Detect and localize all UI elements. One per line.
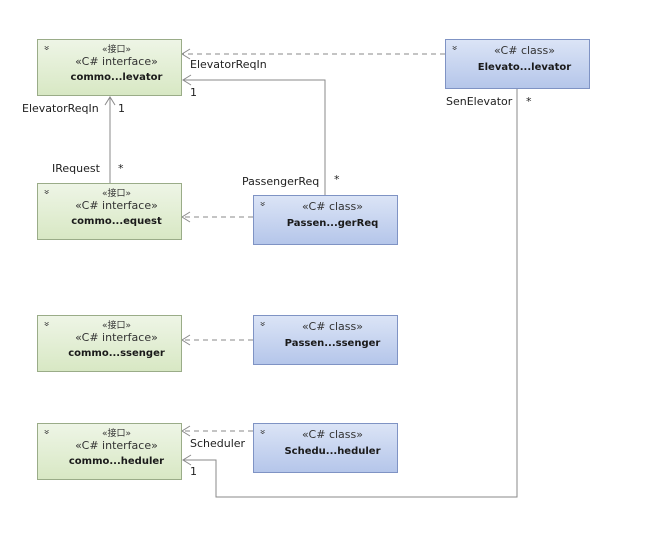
stereotype-label: «C# class» — [302, 428, 363, 441]
role-label: ElevatorReqIn — [22, 102, 99, 115]
stereotype-label: «接口» — [101, 189, 131, 199]
hollow-arrow-head — [181, 334, 191, 346]
type-name: commo...levator — [70, 72, 163, 83]
hollow-arrow-head — [181, 211, 191, 223]
open-arrow-head — [182, 74, 192, 86]
class-box[interactable]: » «C# class» Schedu...heduler — [253, 423, 398, 473]
type-name: commo...heduler — [68, 456, 165, 467]
role-label: PassengerReq — [242, 175, 320, 188]
stereotype-label: «接口» — [101, 429, 131, 439]
open-arrow-head — [104, 96, 116, 106]
type-name: Passen...ssenger — [284, 338, 381, 349]
type-name: commo...ssenger — [68, 348, 165, 359]
stereotype-label: «C# class» — [302, 320, 363, 333]
class-box[interactable]: » «C# class» Elevato...levator — [445, 39, 590, 89]
role-label: IRequest — [52, 162, 100, 175]
interface-box[interactable]: » «接口» «C# interface» commo...heduler — [37, 423, 182, 480]
expand-chevron-icon[interactable]: » — [256, 321, 270, 326]
stereotype-label: «C# interface» — [75, 439, 158, 452]
expand-chevron-icon[interactable]: » — [256, 201, 270, 206]
stereotype-label: «C# interface» — [75, 331, 158, 344]
role-label: SenElevator — [446, 95, 513, 108]
stereotype-label: «接口» — [101, 321, 131, 331]
stereotype-label: «C# class» — [302, 200, 363, 213]
class-box[interactable]: » «C# class» Passen...gerReq — [253, 195, 398, 245]
expand-chevron-icon[interactable]: » — [40, 189, 54, 194]
open-arrow-head — [182, 454, 192, 466]
expand-chevron-icon[interactable]: » — [40, 429, 54, 434]
multiplicity-label: * — [526, 95, 532, 108]
hollow-arrow-head — [181, 425, 191, 437]
association-line-elevatorreqin — [183, 79, 326, 196]
multiplicity-label: 1 — [190, 86, 197, 99]
hollow-arrow-head — [181, 48, 191, 60]
role-label: Scheduler — [190, 437, 246, 450]
interface-box[interactable]: » «接口» «C# interface» commo...levator — [37, 39, 182, 96]
association-line-senelevator — [183, 89, 518, 498]
type-name: Schedu...heduler — [284, 446, 381, 457]
type-name: commo...equest — [71, 216, 162, 227]
expand-chevron-icon[interactable]: » — [448, 45, 462, 50]
interface-box[interactable]: » «接口» «C# interface» commo...ssenger — [37, 315, 182, 372]
stereotype-label: «C# interface» — [75, 55, 158, 68]
multiplicity-label: 1 — [190, 465, 197, 478]
expand-chevron-icon[interactable]: » — [256, 429, 270, 434]
type-name: Elevato...levator — [477, 62, 572, 73]
type-name: Passen...gerReq — [286, 218, 379, 229]
role-label: ElevatorReqIn — [190, 58, 267, 71]
stereotype-label: «接口» — [101, 45, 131, 55]
expand-chevron-icon[interactable]: » — [40, 45, 54, 50]
interface-box[interactable]: » «接口» «C# interface» commo...equest — [37, 183, 182, 240]
stereotype-label: «C# class» — [494, 44, 555, 57]
multiplicity-label: 1 — [118, 102, 125, 115]
multiplicity-label: * — [118, 162, 124, 175]
class-box[interactable]: » «C# class» Passen...ssenger — [253, 315, 398, 365]
stereotype-label: «C# interface» — [75, 199, 158, 212]
multiplicity-label: * — [334, 173, 340, 186]
expand-chevron-icon[interactable]: » — [40, 321, 54, 326]
